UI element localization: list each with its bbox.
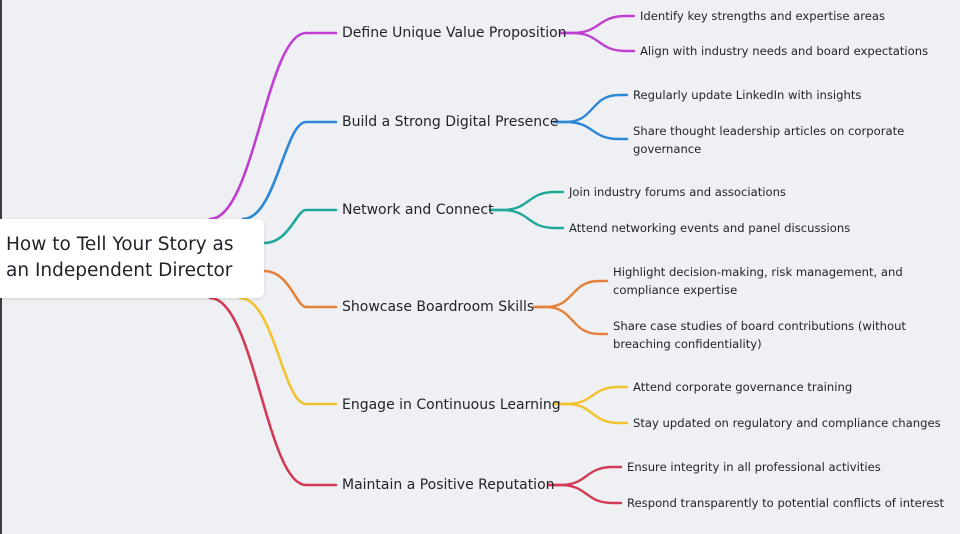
connector-continuous-learning xyxy=(238,296,338,406)
connector-value-proposition xyxy=(208,31,338,221)
connector-network-leaf-1 xyxy=(488,190,565,212)
branch-digital-presence[interactable]: Build a Strong Digital Presence xyxy=(342,114,559,130)
root-node[interactable]: How to Tell Your Story as an Independent… xyxy=(0,219,264,298)
connector-boardroom-skills xyxy=(262,269,338,309)
leaf-industry-forums[interactable]: Join industry forums and associations xyxy=(569,185,786,199)
branch-boardroom-skills[interactable]: Showcase Boardroom Skills xyxy=(342,299,535,315)
leaf-ensure-integrity[interactable]: Ensure integrity in all professional act… xyxy=(627,460,881,474)
branch-define-value-proposition[interactable]: Define Unique Value Proposition xyxy=(342,25,567,41)
leaf-align-industry-needs[interactable]: Align with industry needs and board expe… xyxy=(640,44,929,58)
connector-continuous-learning-leaf-2 xyxy=(552,402,629,425)
connector-boardroom-skills-leaf-2 xyxy=(532,305,609,336)
connector-value-proposition-leaf-1 xyxy=(558,14,636,35)
connector-reputation-leaf-1 xyxy=(546,465,623,487)
leaf-identify-strengths[interactable]: Identify key strengths and expertise are… xyxy=(640,9,886,23)
branch-network-connect[interactable]: Network and Connect xyxy=(342,202,494,218)
connector-reputation-leaf-2 xyxy=(546,483,623,505)
connector-boardroom-skills-leaf-1 xyxy=(532,279,609,309)
leaf-case-studies[interactable]: Share case studies of board contribution… xyxy=(613,319,906,351)
connector-continuous-learning-leaf-1 xyxy=(552,385,629,406)
connector-reputation xyxy=(208,296,338,487)
branch-continuous-learning[interactable]: Engage in Continuous Learning xyxy=(342,397,561,413)
leaf-networking-events[interactable]: Attend networking events and panel discu… xyxy=(569,221,851,235)
connector-network xyxy=(262,208,338,245)
leaf-governance-training[interactable]: Attend corporate governance training xyxy=(633,380,853,394)
connector-digital-presence xyxy=(241,120,338,221)
connector-digital-presence-leaf-2 xyxy=(552,120,629,141)
leaf-thought-leadership[interactable]: Share thought leadership articles on cor… xyxy=(633,124,905,156)
connector-digital-presence-leaf-1 xyxy=(552,93,629,124)
connector-value-proposition-leaf-2 xyxy=(558,31,636,53)
leaf-update-linkedin[interactable]: Regularly update LinkedIn with insights xyxy=(633,88,862,102)
branch-positive-reputation[interactable]: Maintain a Positive Reputation xyxy=(342,477,555,493)
leaf-respond-transparently[interactable]: Respond transparently to potential confl… xyxy=(627,496,945,510)
leaf-decision-making[interactable]: Highlight decision-making, risk manageme… xyxy=(613,265,903,297)
leaf-regulatory-changes[interactable]: Stay updated on regulatory and complianc… xyxy=(633,416,941,430)
connector-network-leaf-2 xyxy=(488,208,565,230)
root-title: How to Tell Your Story as an Independent… xyxy=(6,234,234,281)
